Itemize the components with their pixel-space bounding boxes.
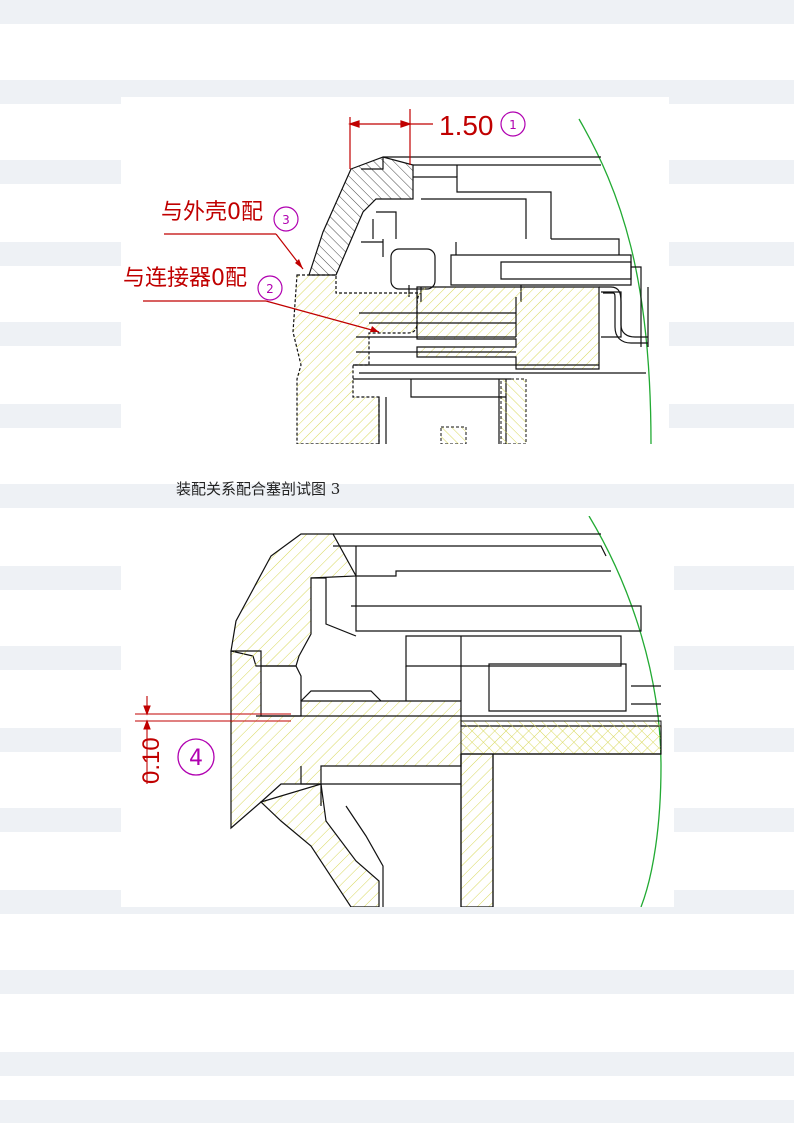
bubble-1: 1 (509, 118, 517, 132)
figure-caption: 装配关系配合塞剖试图 3 (176, 480, 341, 498)
shell-hatch (230, 533, 357, 667)
page-band (0, 1100, 794, 1123)
page-band (0, 1052, 794, 1076)
dimension-0-10: 0.10 (138, 737, 165, 784)
assembly-section-drawing-1: 1.50 1 与外壳0配 3 与连接器0配 2 (121, 97, 669, 444)
plug-hatch (292, 274, 422, 444)
page-band (0, 970, 794, 994)
bubble-4: 4 (189, 746, 203, 771)
page-band (0, 0, 794, 24)
page-band (0, 484, 794, 508)
label-shell-fit: 与外壳0配 (161, 200, 263, 225)
boundary-arc (578, 118, 652, 444)
bubble-3: 3 (282, 213, 290, 227)
plug-arm-hatch (416, 286, 600, 370)
dimension-1-50: 1.50 (439, 110, 494, 141)
bubble-2: 2 (266, 282, 274, 296)
assembly-section-drawing-2: 0.10 4 (121, 516, 674, 907)
shell-hatch (308, 156, 414, 276)
label-connector-fit: 与连接器0配 (123, 266, 247, 291)
